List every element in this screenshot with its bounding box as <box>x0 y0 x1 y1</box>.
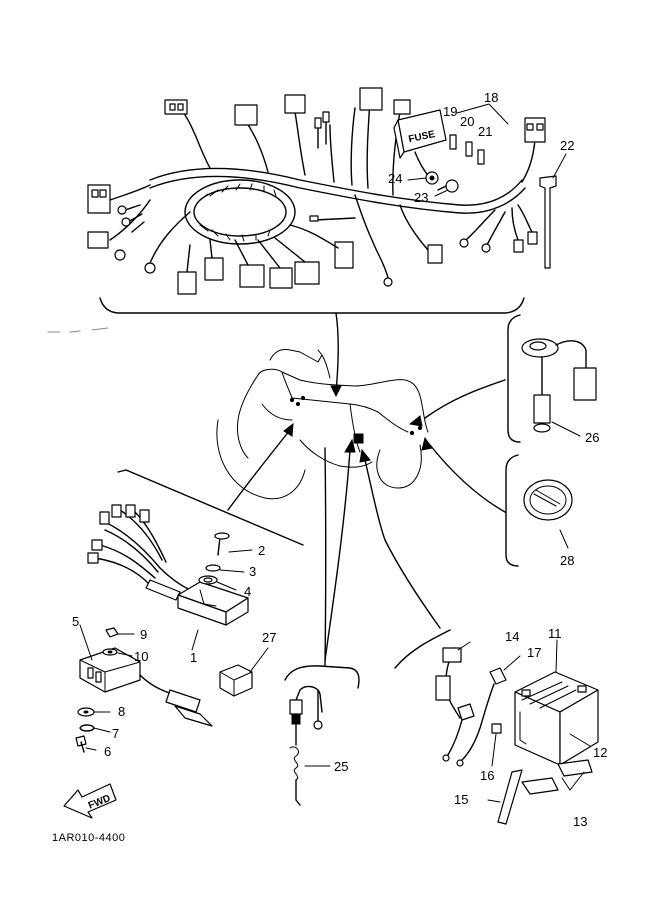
part-25-sensor: 25 <box>284 438 360 806</box>
part-label-20: 20 <box>460 114 474 129</box>
harness-labels: 18 19 20 21 22 23 24 <box>388 90 574 205</box>
motorcycle-outline <box>216 312 429 500</box>
part-label-21: 21 <box>478 124 492 139</box>
relay-group <box>75 624 213 753</box>
part-label-4: 4 <box>244 584 251 599</box>
part-28-cap: 28 <box>421 436 574 568</box>
part-label-5: 5 <box>72 614 79 629</box>
cdi-unit-group <box>87 422 304 651</box>
wire-harness: FUSE <box>87 87 557 314</box>
fwd-arrow-icon: FWD <box>63 783 117 819</box>
part-label-25: 25 <box>334 759 348 774</box>
part-label-11: 11 <box>548 626 562 641</box>
battery-labels: 11 12 13 14 15 16 17 <box>454 626 607 829</box>
part-label-12: 12 <box>593 745 607 760</box>
relay-labels: 5 6 7 8 9 10 <box>72 614 148 759</box>
part-label-28: 28 <box>560 553 574 568</box>
part-label-18: 18 <box>484 90 498 105</box>
fuse-box-label: FUSE <box>408 129 437 145</box>
part-label-22: 22 <box>560 138 574 153</box>
cdi-labels: 1 2 3 4 <box>190 543 265 665</box>
part-label-16: 16 <box>480 768 494 783</box>
scan-mark <box>47 327 109 333</box>
part-label-9: 9 <box>140 627 147 642</box>
part-26-switch: 26 <box>408 314 599 445</box>
part-label-17: 17 <box>527 645 541 660</box>
part-label-6: 6 <box>104 744 111 759</box>
part-label-10: 10 <box>134 649 148 664</box>
part-label-7: 7 <box>112 726 119 741</box>
part-label-13: 13 <box>573 814 587 829</box>
part-27-relay: 27 <box>219 630 276 697</box>
part-label-14: 14 <box>505 629 519 644</box>
part-label-23: 23 <box>414 190 428 205</box>
part-label-24: 24 <box>388 171 402 186</box>
drawing-code: 1AR010-4400 <box>52 832 125 844</box>
part-label-1: 1 <box>190 650 197 665</box>
part-label-19: 19 <box>443 104 457 119</box>
part-label-8: 8 <box>118 704 125 719</box>
part-label-27: 27 <box>262 630 276 645</box>
part-label-3: 3 <box>249 564 256 579</box>
part-label-2: 2 <box>258 543 265 558</box>
part-label-26: 26 <box>585 430 599 445</box>
part-label-15: 15 <box>454 792 468 807</box>
battery-group <box>359 448 599 825</box>
